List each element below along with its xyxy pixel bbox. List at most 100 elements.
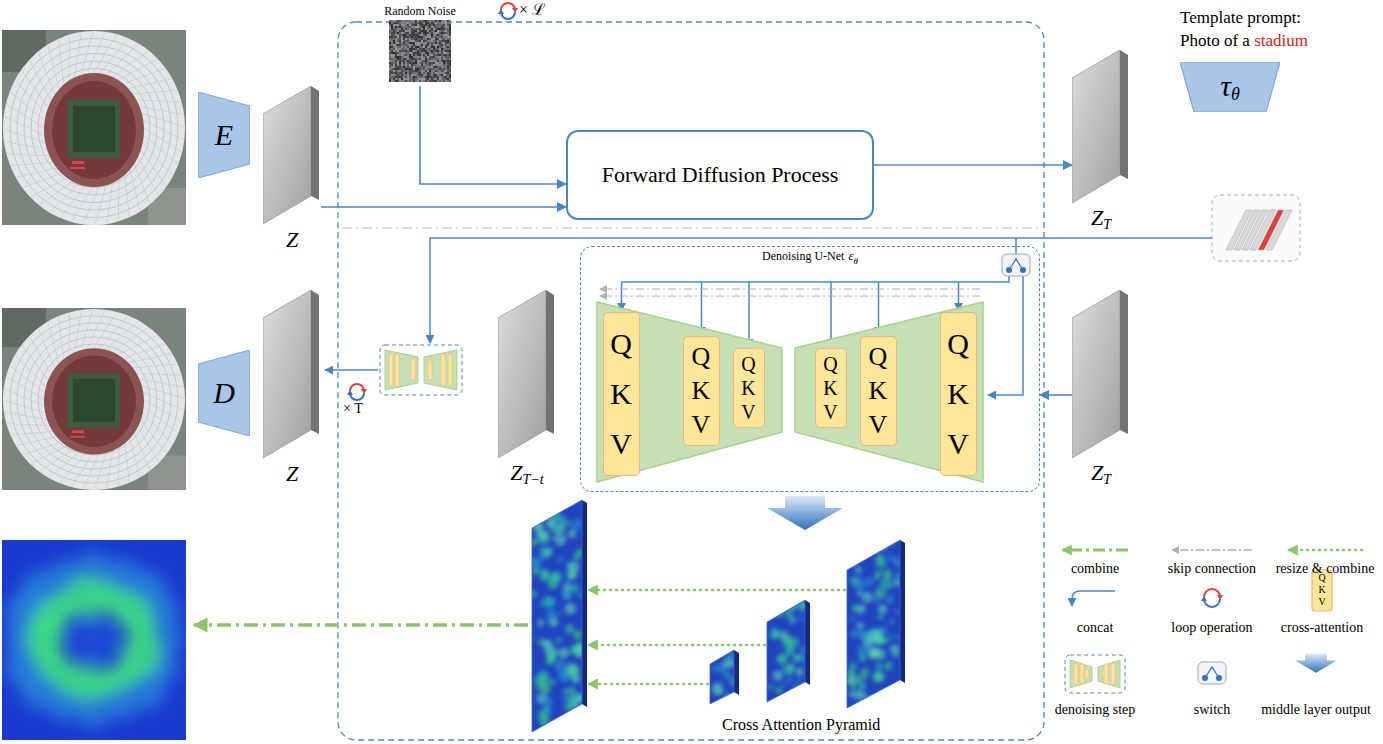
noise-picture — [393, 52, 395, 54]
noise-picture — [445, 32, 447, 34]
resize-combine-arrow — [588, 590, 845, 684]
noise-picture — [391, 34, 393, 36]
noise-picture — [407, 22, 409, 24]
noise-picture — [443, 56, 445, 58]
noise-picture — [393, 40, 395, 42]
noise-picture — [437, 34, 439, 36]
noise-picture — [425, 58, 427, 60]
noise-picture — [403, 70, 405, 72]
attention-map — [558, 526, 566, 534]
stadium-photo — [83, 184, 100, 224]
noise-picture — [427, 76, 429, 78]
noise-picture — [425, 70, 427, 72]
stadium-photo — [134, 431, 150, 470]
trapezoid-shape — [198, 350, 250, 436]
attention-map — [886, 638, 890, 642]
noise-picture — [437, 30, 439, 32]
noise-picture — [439, 42, 441, 44]
noise-picture — [395, 26, 397, 28]
noise-picture — [431, 70, 433, 72]
noise-picture — [403, 38, 405, 40]
noise-picture — [393, 68, 395, 70]
noise-picture — [439, 36, 441, 38]
noise-picture — [417, 34, 419, 36]
noise-picture — [423, 34, 425, 36]
noise-picture — [393, 38, 395, 40]
attention-map — [538, 638, 544, 644]
denoising-step-icon — [1104, 664, 1108, 684]
noise-picture — [413, 60, 415, 62]
noise-picture — [395, 62, 397, 64]
noise-picture — [445, 52, 447, 54]
latent-map: Z — [263, 290, 321, 488]
noise-picture — [389, 74, 391, 76]
noise-picture — [395, 48, 397, 50]
noise-picture — [415, 28, 417, 30]
noise-picture — [407, 36, 409, 38]
noise-picture — [433, 40, 435, 42]
prompt-heading: Template prompt: — [1180, 8, 1301, 28]
attention-map — [724, 672, 728, 676]
noise-picture — [405, 52, 407, 54]
noise-picture — [449, 54, 451, 56]
attention-map — [567, 667, 575, 675]
noise-picture — [401, 68, 403, 70]
noise-picture — [397, 80, 399, 82]
noise-picture — [447, 20, 449, 22]
noise-picture — [397, 66, 399, 68]
noise-picture — [429, 48, 431, 50]
noise-picture — [425, 78, 427, 80]
noise-picture — [409, 60, 411, 62]
noise-picture — [425, 36, 427, 38]
attention-map — [568, 651, 571, 654]
noise-picture — [391, 44, 393, 46]
noise-picture — [423, 30, 425, 32]
stadium-photo — [95, 450, 107, 489]
noise-picture — [393, 30, 395, 32]
noise-picture — [445, 34, 447, 36]
noise-picture — [437, 62, 439, 64]
noise-picture — [449, 26, 451, 28]
noise-picture — [425, 66, 427, 68]
noise-picture — [399, 62, 401, 64]
noise-picture — [423, 48, 425, 50]
noise-picture — [407, 34, 409, 36]
stadium-photo — [134, 162, 150, 203]
stadium-photo — [40, 448, 75, 471]
attention-map — [563, 516, 566, 519]
noise-picture — [429, 38, 431, 40]
denoising-step-icon — [1111, 664, 1115, 684]
legend-text: skip connection — [1168, 561, 1256, 576]
noise-picture — [411, 62, 413, 64]
latent-slab — [1072, 50, 1120, 203]
noise-picture — [415, 42, 417, 44]
noise-picture — [413, 52, 415, 54]
noise-picture — [423, 56, 425, 58]
condition-wire — [988, 273, 1023, 395]
noise-picture — [431, 56, 433, 58]
noise-picture — [401, 26, 403, 28]
stadium-photo — [68, 100, 120, 158]
noise-picture — [425, 38, 427, 40]
attention-map — [861, 537, 873, 549]
noise-picture — [407, 26, 409, 28]
attention-map — [876, 663, 883, 670]
noise-picture — [405, 34, 407, 36]
noise-picture — [389, 66, 391, 68]
noise-picture — [401, 34, 403, 36]
noise-picture — [411, 54, 413, 56]
attention-map — [565, 603, 576, 614]
noise-picture — [411, 58, 413, 60]
noise-picture — [389, 38, 391, 40]
condition-wire — [748, 282, 750, 347]
noise-picture — [395, 40, 397, 42]
attention-map — [875, 628, 879, 632]
noise-picture — [413, 62, 415, 64]
noise-picture — [389, 32, 391, 34]
noise-picture — [411, 22, 413, 24]
noise-picture — [449, 52, 451, 54]
noise-picture — [409, 38, 411, 40]
noise-picture — [439, 68, 441, 70]
noise-picture — [447, 74, 449, 76]
noise-picture — [439, 80, 441, 82]
